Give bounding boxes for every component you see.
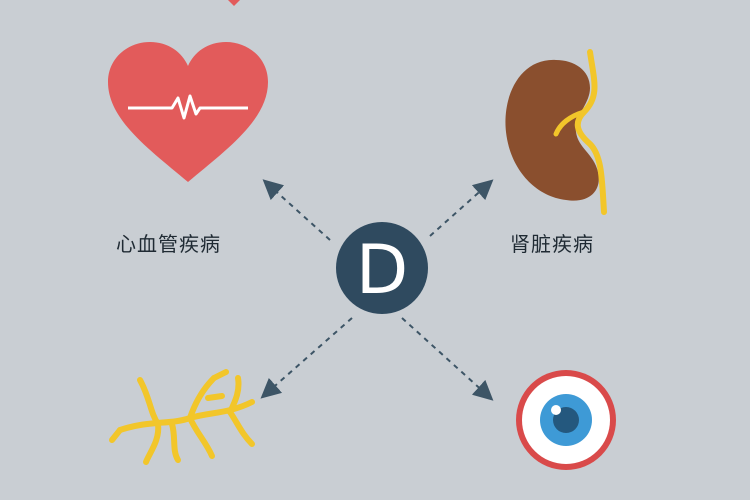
arrow-to-heart [262,179,331,241]
cropped-top-icon [228,0,240,6]
center-circle [336,222,428,314]
center-node: D [336,222,428,314]
heart-icon [108,42,268,182]
nerve-icon [109,369,255,465]
eye-icon [516,370,616,470]
label-kidney: 肾脏疾病 [510,232,594,256]
arrow-to-nerve [260,317,353,399]
label-cardiovascular: 心血管疾病 [116,232,221,256]
center-letter: D [356,231,408,310]
arrow-to-kidney [429,179,494,237]
kidney-icon [505,49,607,215]
arrow-to-eye [401,317,494,401]
